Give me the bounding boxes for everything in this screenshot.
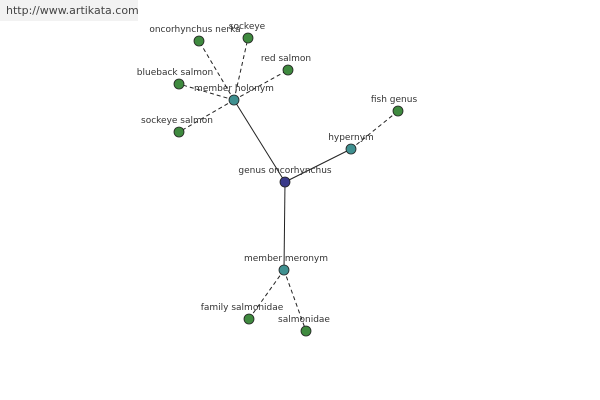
node-label-meronym: member meronym [244, 254, 328, 264]
node-sockeyesalmon[interactable]: sockeye salmon [141, 116, 213, 138]
node-label-sockeye: sockeye [229, 22, 266, 32]
node-label-fishgenus: fish genus [371, 95, 418, 105]
node-holonym[interactable]: member holonym [194, 84, 274, 106]
node-label-center: genus oncorhynchus [238, 166, 332, 176]
node-circle-holonym[interactable] [228, 94, 240, 106]
edge-meronym-family [248, 269, 285, 320]
node-label-salmonidae: salmonidae [278, 315, 330, 325]
node-nerka[interactable]: oncorhynchus nerka [149, 25, 241, 47]
node-circle-fishgenus[interactable] [392, 105, 404, 117]
node-family[interactable]: family salmonidae [201, 303, 284, 325]
edge-holonym-sockeyesalmon [178, 99, 235, 133]
edge-meronym-salmonidae [283, 269, 307, 332]
node-circle-hyper[interactable] [345, 143, 357, 155]
node-label-sockeyesalmon: sockeye salmon [141, 116, 213, 126]
edge-center-hyper [284, 148, 352, 183]
node-label-nerka: oncorhynchus nerka [149, 25, 240, 35]
node-circle-salmonidae[interactable] [300, 325, 312, 337]
edge-hyper-fishgenus [350, 110, 399, 150]
edge-holonym-blueback [178, 83, 235, 101]
node-label-family: family salmonidae [201, 303, 284, 313]
node-label-holonym: member holonym [194, 84, 274, 94]
edge-holonym-nerka [198, 40, 235, 101]
node-circle-blueback[interactable] [173, 78, 185, 90]
node-circle-red[interactable] [282, 64, 294, 76]
edge-center-meronym [283, 181, 286, 271]
edge-center-holonym [233, 99, 286, 183]
graph-nodes: genus oncorhynchus member holonym hypernym… [137, 22, 418, 337]
node-fishgenus[interactable]: fish genus [371, 95, 418, 117]
node-circle-nerka[interactable] [193, 35, 205, 47]
watermark-url: http://www.artikata.com [0, 0, 139, 21]
node-label-red: red salmon [261, 54, 311, 64]
node-label-blueback: blueback salmon [137, 68, 213, 78]
node-circle-family[interactable] [243, 313, 255, 325]
node-hyper[interactable]: hypernym [328, 133, 374, 155]
node-circle-sockeye[interactable] [242, 32, 254, 44]
node-salmonidae[interactable]: salmonidae [278, 315, 330, 337]
node-circle-sockeyesalmon[interactable] [173, 126, 185, 138]
node-red[interactable]: red salmon [261, 54, 311, 76]
node-label-hyper: hypernym [328, 133, 374, 143]
node-blueback[interactable]: blueback salmon [137, 68, 213, 90]
node-sockeye[interactable]: sockeye [229, 22, 266, 44]
node-circle-center[interactable] [279, 176, 291, 188]
node-circle-meronym[interactable] [278, 264, 290, 276]
edge-holonym-sockeye [233, 37, 249, 101]
node-center[interactable]: genus oncorhynchus [238, 166, 332, 188]
graph-edges [178, 37, 399, 332]
node-meronym[interactable]: member meronym [244, 254, 328, 276]
edge-holonym-red [233, 69, 289, 101]
